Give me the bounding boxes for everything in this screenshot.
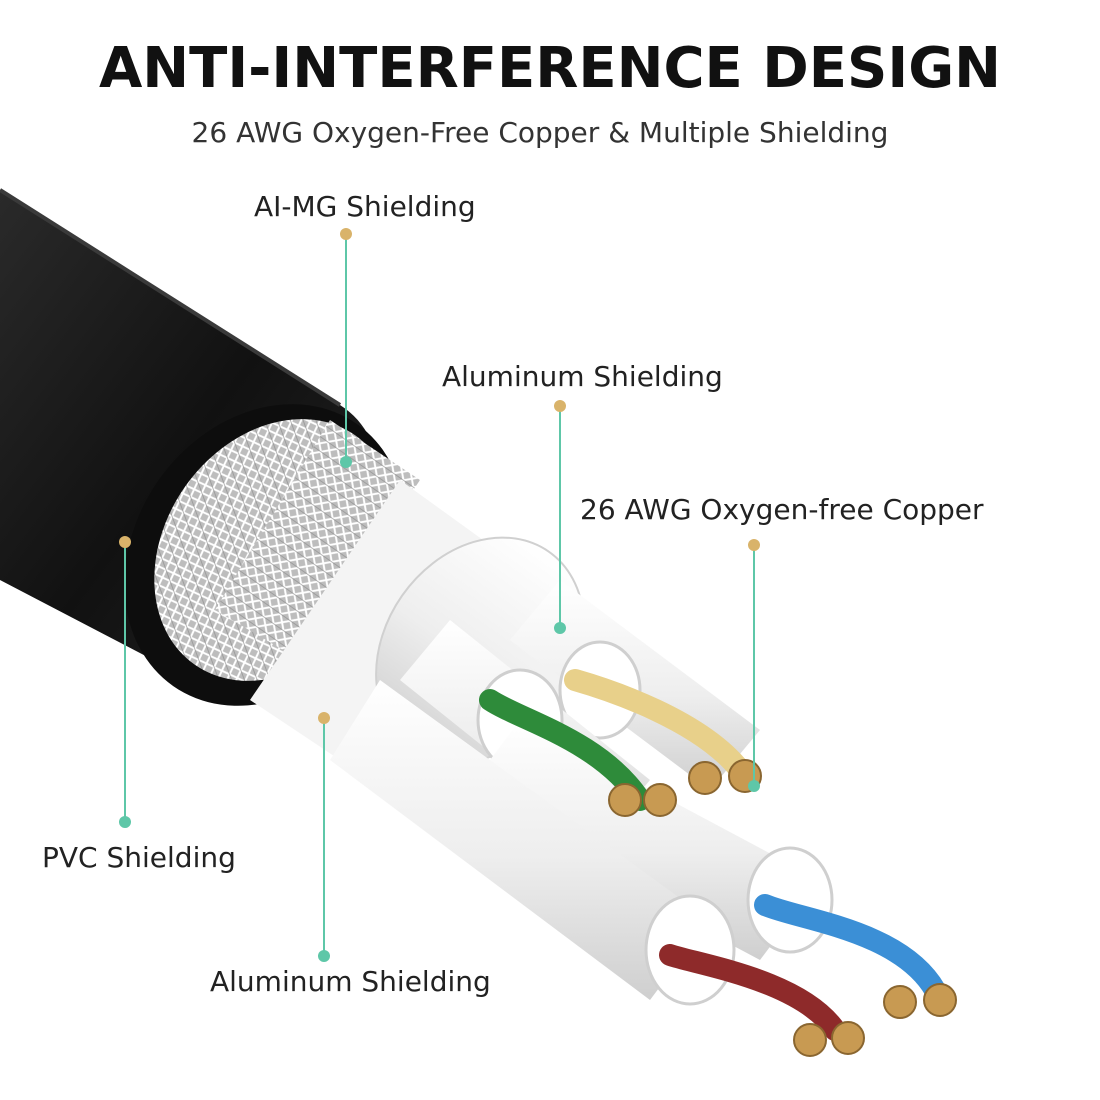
leader-pvc (119, 536, 131, 828)
leader-aluminum-bottom (318, 712, 330, 962)
page-title: ANTI-INTERFERENCE DESIGN (98, 36, 1002, 101)
label-almg-shielding: AI-MG Shielding (254, 190, 476, 223)
leader-aluminum-top (554, 400, 566, 634)
label-pvc-shielding: PVC Shielding (42, 841, 236, 874)
wire-green (479, 689, 677, 817)
label-oxygen-free-copper: 26 AWG Oxygen-free Copper (580, 493, 984, 526)
leader-copper (748, 539, 760, 792)
label-aluminum-shielding-bottom: Aluminum Shielding (210, 965, 491, 998)
page-subtitle: 26 AWG Oxygen-Free Copper & Multiple Shi… (191, 116, 889, 149)
label-aluminum-shielding-top: Aluminum Shielding (442, 360, 723, 393)
wire-red (659, 944, 865, 1057)
leader-almg (340, 228, 352, 468)
wire-blue (754, 894, 957, 1019)
